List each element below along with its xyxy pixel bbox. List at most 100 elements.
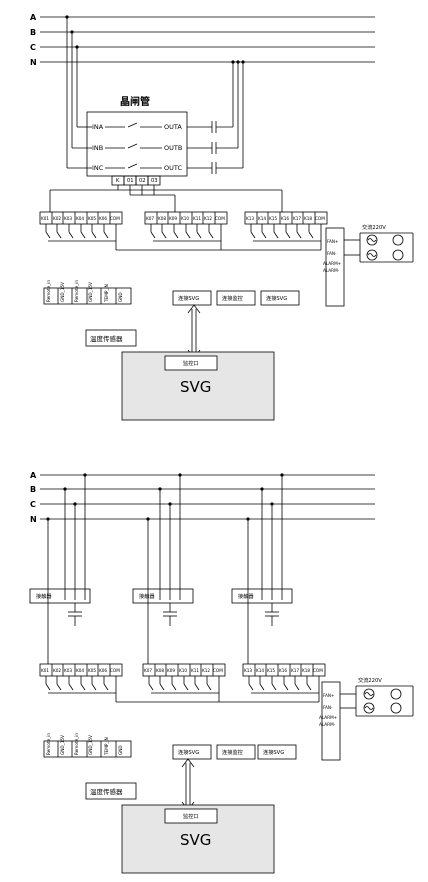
- bottom-connect-svg-label-2: 连接SVG: [263, 748, 284, 756]
- relay-label: K17: [293, 216, 301, 221]
- relay-label: COM: [110, 668, 120, 673]
- bottom-diagram: [29, 473, 414, 874]
- relay-label: COM: [313, 668, 323, 673]
- relay-label: K18: [302, 668, 310, 673]
- top-fan-minus: FAN-: [327, 251, 337, 256]
- bottom-bus-label-a: A: [30, 471, 37, 480]
- top-fan-plus: FAN+: [327, 239, 339, 244]
- top-double-arrow: [187, 304, 201, 359]
- bottom-bus-label-b: B: [30, 485, 36, 494]
- top-sensor-label-4: GND_15V: [88, 282, 93, 302]
- bottom-sensor-label-5: TEMP_IN: [104, 737, 109, 756]
- bottom-sensor-label-2: GND_15V: [60, 735, 65, 755]
- bottom-connect-svg-label-1: 连接SVG: [178, 748, 199, 756]
- relay-label: K14: [258, 216, 266, 221]
- bottom-sensor-label-4: GND_15V: [88, 735, 93, 755]
- relay-label: K07: [146, 216, 154, 221]
- relay-label: K10: [179, 668, 187, 673]
- bottom-bus-lines: [40, 474, 375, 520]
- relay-label: K02: [53, 668, 61, 673]
- relay-label: K09: [169, 216, 177, 221]
- relay-label: COM: [110, 216, 120, 221]
- bottom-bus-label-c: C: [30, 500, 36, 509]
- top-bus-label-b: B: [30, 28, 36, 37]
- top-connect-svg-box-1: [172, 290, 212, 306]
- top-connect-monitor-box: [216, 290, 256, 306]
- thyristor-terminal-01: 01: [127, 178, 134, 184]
- top-relay-labels-2: K07 K08 K09 K10 K11 K12 COM: [146, 216, 225, 221]
- bottom-double-arrow: [181, 758, 195, 811]
- top-sensor-label-2: GND_15V: [60, 282, 65, 302]
- top-connect-svg-box-2: [260, 290, 300, 306]
- top-alarm-minus: ALARM-: [323, 268, 340, 273]
- bottom-fan-alarm-block: [321, 681, 341, 761]
- top-temp-sensor-box: [85, 329, 137, 347]
- relay-label: COM: [213, 668, 223, 673]
- bottom-fan-wiring: [340, 685, 414, 717]
- contactor-group-2: [132, 473, 194, 664]
- relay-label: K02: [53, 216, 61, 221]
- bottom-svg-label: SVG: [180, 831, 211, 849]
- thyristor-terminal-03: 03: [151, 178, 158, 184]
- relay-label: K15: [267, 668, 275, 673]
- relay-label: K01: [41, 216, 49, 221]
- top-temp-sensor-label: 温度传感器: [90, 334, 123, 343]
- top-bus-label-n: N: [30, 58, 37, 67]
- relay-label: K16: [279, 668, 287, 673]
- top-connect-svg-label-2: 连接SVG: [266, 294, 287, 302]
- top-sensor-label-5: TEMP_IN: [104, 284, 109, 303]
- relay-label: K06: [99, 216, 107, 221]
- bottom-sensor-label-1: Remote_in: [46, 733, 51, 755]
- top-fan-alarm-block: [325, 227, 345, 307]
- relay-label: K04: [76, 216, 84, 221]
- relay-label: K18: [304, 216, 312, 221]
- top-bus-label-a: A: [30, 13, 37, 22]
- top-relay-labels-3: K13 K14 K15 K16 K17 K18 COM: [246, 216, 325, 221]
- bottom-monitor-port: [164, 808, 218, 824]
- relay-label: K13: [246, 216, 254, 221]
- top-relay-contacts: [45, 224, 322, 251]
- relay-label: K05: [88, 216, 96, 221]
- contactor-group-3: [231, 473, 293, 664]
- top-sensor-label-3: Remote_in: [74, 280, 79, 302]
- top-sensor-terminal-strip: [43, 287, 132, 305]
- relay-label: K09: [167, 668, 175, 673]
- relay-label: COM: [215, 216, 225, 221]
- relay-label: K08: [156, 668, 164, 673]
- relay-label: K04: [76, 668, 84, 673]
- bottom-connect-monitor-box: [216, 744, 256, 760]
- relay-label: K01: [41, 668, 49, 673]
- top-monitor-port-label: 监控口: [183, 359, 199, 367]
- bottom-connect-svg-box-2: [257, 744, 297, 760]
- relay-label: K13: [244, 668, 252, 673]
- top-sensor-label-6: GND: [118, 292, 123, 302]
- relay-label: K03: [64, 668, 72, 673]
- contactor-label-2: 接触器: [139, 592, 155, 600]
- bottom-temp-sensor-label: 温度传感器: [90, 787, 123, 796]
- bottom-relay-labels-1: K01 K02 K03 K04 K05 K06 COM: [41, 668, 120, 673]
- relay-label: K11: [191, 668, 199, 673]
- top-diagram: [39, 15, 414, 421]
- thyristor-title: 晶闸管: [120, 95, 150, 108]
- thyristor-output-a: OUTA: [164, 123, 182, 131]
- thyristor-input-c: INC: [92, 164, 104, 172]
- bottom-sensor-terminal-strip: [43, 740, 132, 758]
- relay-label: K12: [202, 668, 210, 673]
- thyristor-input-b: INB: [92, 144, 103, 152]
- top-ac-label: 交流220V: [362, 223, 386, 231]
- top-monitor-port: [164, 355, 218, 371]
- bottom-connect-svg-box-1: [172, 744, 212, 760]
- top-bus-label-c: C: [30, 43, 36, 52]
- relay-label: K06: [99, 668, 107, 673]
- top-svg-label: SVG: [180, 378, 211, 396]
- thyristor-terminal-block: [49, 175, 283, 212]
- thyristor-output-wiring: [187, 60, 245, 174]
- bottom-relay-labels-2: K07 K08 K09 K10 K11 K12 COM: [144, 668, 223, 673]
- bottom-relay-contacts: [45, 676, 320, 703]
- thyristor-output-c: OUTC: [164, 164, 182, 172]
- bottom-fan-minus: FAN-: [323, 705, 333, 710]
- top-sensor-label-1: Remote_in: [46, 280, 51, 302]
- relay-label: K15: [269, 216, 277, 221]
- relay-label: K12: [204, 216, 212, 221]
